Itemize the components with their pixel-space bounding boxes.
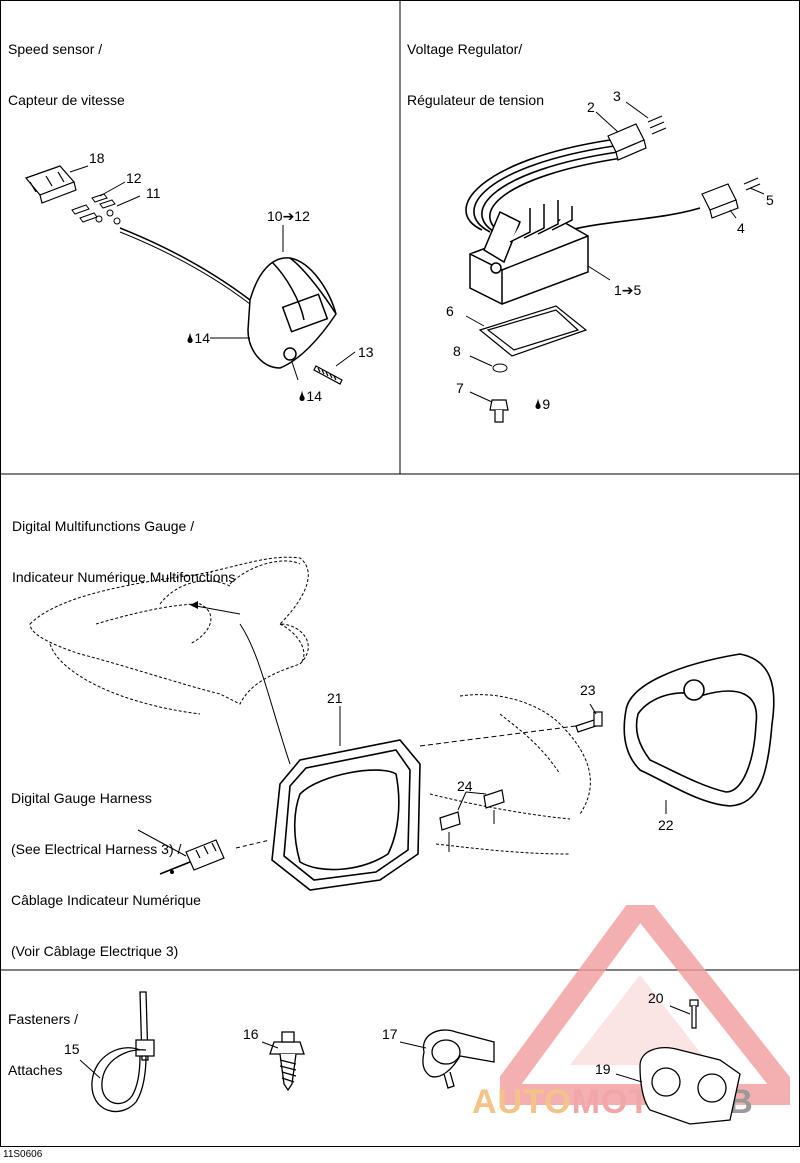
clip-arrows	[448, 810, 495, 852]
speed-sensor-title: Speed sensor / Capteur de vitesse	[8, 7, 125, 126]
callout-12: 12	[126, 170, 142, 186]
digital-gauge-title: Digital Multifunctions Gauge / Indicateu…	[12, 484, 235, 603]
regulator-washer	[492, 363, 508, 373]
speed-sensor-wire	[119, 227, 251, 301]
fasteners-drawing	[79, 991, 741, 1125]
callout-21: 21	[327, 690, 343, 706]
harness-note-line3: Câblage Indicateur Numérique	[11, 892, 201, 908]
harness-wire	[159, 861, 191, 875]
callout-24: 24	[457, 778, 473, 794]
double-clamp	[639, 1047, 741, 1125]
callout-1-to-5: 1➔5	[614, 282, 642, 298]
digital-gauge-drawing	[29, 556, 775, 891]
callout-17: 17	[382, 1026, 398, 1042]
clip-screw	[269, 1031, 305, 1092]
gauge-clips	[439, 789, 505, 831]
fasteners-title-line1: Fasteners /	[8, 1011, 79, 1027]
drawing-code: 11S0606	[3, 1149, 43, 1160]
watermark-part1: AUTO	[472, 1083, 572, 1121]
callout-6: 6	[446, 303, 454, 319]
regulator-pins-3	[647, 115, 667, 135]
hose-clamp	[422, 1029, 495, 1089]
speed-sensor-body	[247, 257, 337, 369]
regulator-connector-2	[607, 123, 647, 161]
callout-11: 11	[146, 185, 161, 201]
speed-sensor-title-line2: Capteur de vitesse	[8, 92, 125, 108]
callout-23: 23	[580, 682, 596, 698]
drop-icon: 🌢	[534, 396, 543, 412]
harness-note-line2: (See Electrical Harness 3) /	[11, 841, 182, 857]
harness-note-line4: (Voir Câblage Electrique 3)	[11, 943, 179, 959]
gauge-guide-line	[239, 623, 291, 765]
callout-5: 5	[766, 192, 774, 208]
gauge-harness-connector	[185, 839, 225, 871]
hull-outline	[429, 694, 591, 855]
dashboard-arrow-head	[190, 601, 198, 609]
regulator-body	[469, 200, 589, 305]
callout-13: 13	[358, 344, 374, 360]
gauge-leaders	[137, 703, 667, 857]
callout-22: 22	[658, 817, 674, 833]
callout-2: 2	[587, 99, 595, 115]
sensor-screw	[313, 365, 343, 385]
callout-20: 20	[648, 990, 664, 1006]
screw-guide-line	[419, 725, 577, 747]
voltage-regulator-title-line2: Régulateur de tension	[407, 92, 544, 108]
fasteners-title: Fasteners / Attaches	[8, 977, 78, 1096]
voltage-regulator-title: Voltage Regulator/ Régulateur de tension	[407, 7, 544, 126]
voltage-regulator-title-line1: Voltage Regulator/	[407, 41, 523, 57]
voltage-regulator-drawing	[465, 101, 765, 423]
dashboard-outline	[29, 556, 309, 715]
cable-tie	[91, 991, 155, 1113]
clamp-screw	[689, 999, 699, 1029]
speed-sensor-connector	[24, 165, 77, 204]
speed-sensor-leaders	[69, 165, 356, 381]
dashboard-arrow	[195, 605, 241, 615]
regulator-leaders	[465, 101, 765, 403]
harness-note: Digital Gauge Harness (See Electrical Ha…	[11, 756, 201, 977]
callout-14-a: 🌢14	[186, 330, 210, 346]
drop-icon: 🌢	[186, 330, 195, 346]
callout-14-b: 🌢14	[298, 388, 322, 404]
gauge-bezel	[271, 739, 421, 891]
fasteners-title-line2: Attaches	[8, 1062, 63, 1078]
regulator-gasket	[478, 305, 588, 357]
regulator-pins-5	[743, 177, 761, 191]
callout-10-to-12: 10➔12	[267, 208, 310, 224]
regulator-connector-4	[701, 183, 739, 219]
fasteners-leaders	[79, 1005, 691, 1083]
gauge-cover	[623, 653, 775, 807]
callout-18: 18	[89, 150, 105, 166]
callout-8: 8	[453, 343, 461, 359]
callout-15: 15	[64, 1041, 80, 1057]
speed-sensor-terminals	[71, 193, 121, 225]
digital-gauge-title-line2: Indicateur Numérique Multifonctions	[12, 569, 236, 585]
callout-4: 4	[737, 220, 745, 236]
harness-guide-line	[235, 839, 271, 849]
callout-19: 19	[595, 1061, 611, 1077]
harness-wire-end	[170, 870, 174, 874]
callout-9: 🌢9	[534, 396, 551, 412]
callout-3: 3	[613, 88, 621, 104]
speed-sensor-title-line1: Speed sensor /	[8, 41, 103, 57]
callout-16: 16	[243, 1026, 259, 1042]
drop-icon: 🌢	[298, 388, 307, 404]
gauge-screw	[575, 711, 603, 733]
callout-7: 7	[456, 380, 464, 396]
digital-gauge-title-line1: Digital Multifunctions Gauge /	[12, 518, 195, 534]
regulator-screw	[489, 399, 509, 423]
speed-sensor-drawing	[24, 165, 356, 385]
harness-note-line1: Digital Gauge Harness	[11, 790, 152, 806]
